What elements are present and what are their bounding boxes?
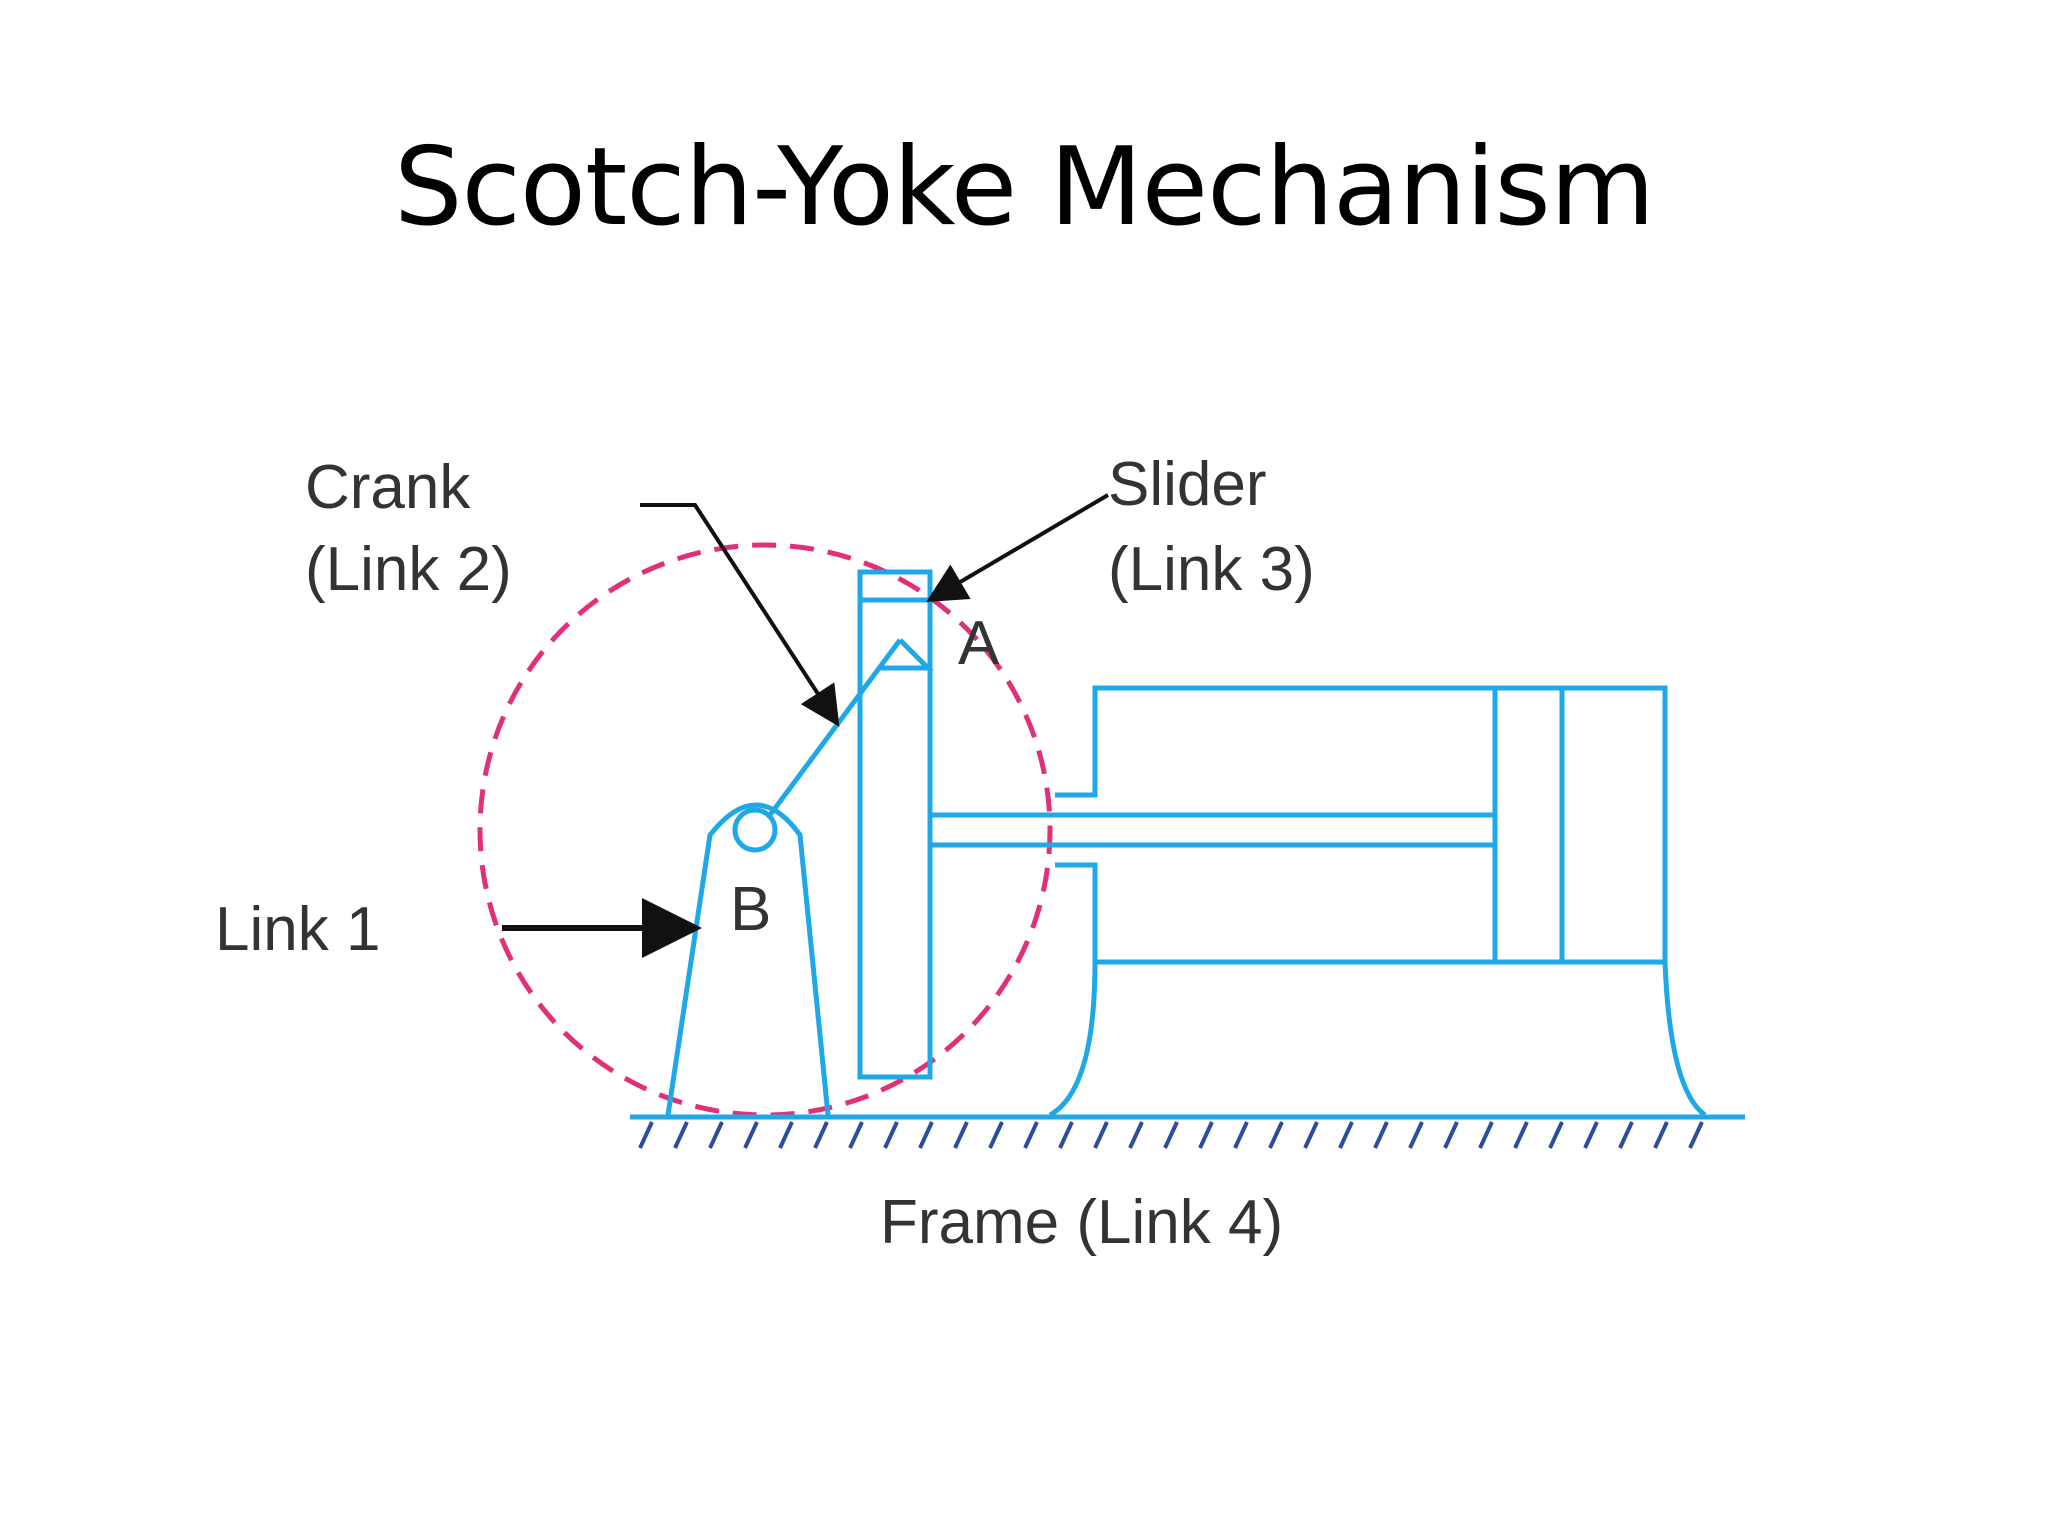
hatch-mark — [1688, 1121, 1704, 1149]
slider-sublabel: (Link 3) — [1108, 535, 1315, 604]
hatch-mark — [1373, 1121, 1389, 1149]
hatch-mark — [708, 1121, 724, 1149]
hatch-mark — [1268, 1121, 1284, 1149]
crank-arm — [767, 638, 903, 817]
hatch-mark — [638, 1121, 654, 1149]
hatch-mark — [1478, 1121, 1494, 1149]
point-b-label: B — [730, 875, 771, 944]
hatch-mark — [673, 1121, 689, 1149]
hatch-mark — [1548, 1121, 1564, 1149]
slider-yoke — [857, 569, 933, 1080]
link1-support — [665, 802, 831, 1116]
crank-label: Crank — [305, 453, 471, 522]
hatch-mark — [953, 1121, 969, 1149]
hatch-mark — [743, 1121, 759, 1149]
slider-arrow — [926, 493, 1110, 603]
cylinder-support-left — [1048, 961, 1098, 1118]
point-a-label: A — [958, 609, 1000, 678]
pivot-b — [732, 807, 778, 853]
hatch-mark — [1198, 1121, 1214, 1149]
hatch-mark — [778, 1121, 794, 1149]
frame-label: Frame (Link 4) — [880, 1188, 1283, 1257]
hatch-mark — [1233, 1121, 1249, 1149]
hatch-mark — [1653, 1121, 1669, 1149]
hatch-mark — [1128, 1121, 1144, 1149]
hatch-mark — [1408, 1121, 1424, 1149]
hatch-mark — [1023, 1121, 1039, 1149]
hatch-mark — [883, 1121, 899, 1149]
hatch-mark — [1443, 1121, 1459, 1149]
crank-arrow — [640, 503, 840, 727]
hatch-mark — [813, 1121, 829, 1149]
hatch-mark — [848, 1121, 864, 1149]
hatch-mark — [988, 1121, 1004, 1149]
slider-label: Slider — [1108, 450, 1267, 519]
hatch-mark — [1093, 1121, 1109, 1149]
cylinder-body — [1055, 685, 1668, 965]
hatch-mark — [1303, 1121, 1319, 1149]
link1-label: Link 1 — [215, 895, 380, 964]
hatch-mark — [1513, 1121, 1529, 1149]
hatch-mark — [1338, 1121, 1354, 1149]
hatch-mark — [1583, 1121, 1599, 1149]
hatch-mark — [1058, 1121, 1074, 1149]
crank-path-circle — [477, 542, 1053, 1118]
ground-hatching — [638, 1121, 1704, 1149]
crank-sublabel: (Link 2) — [305, 535, 512, 604]
hatch-mark — [1618, 1121, 1634, 1149]
page-title: Scotch-Yoke Mechanism — [393, 125, 1655, 250]
hatch-mark — [918, 1121, 934, 1149]
cylinder-support-right — [1662, 961, 1707, 1118]
hatch-mark — [1163, 1121, 1179, 1149]
